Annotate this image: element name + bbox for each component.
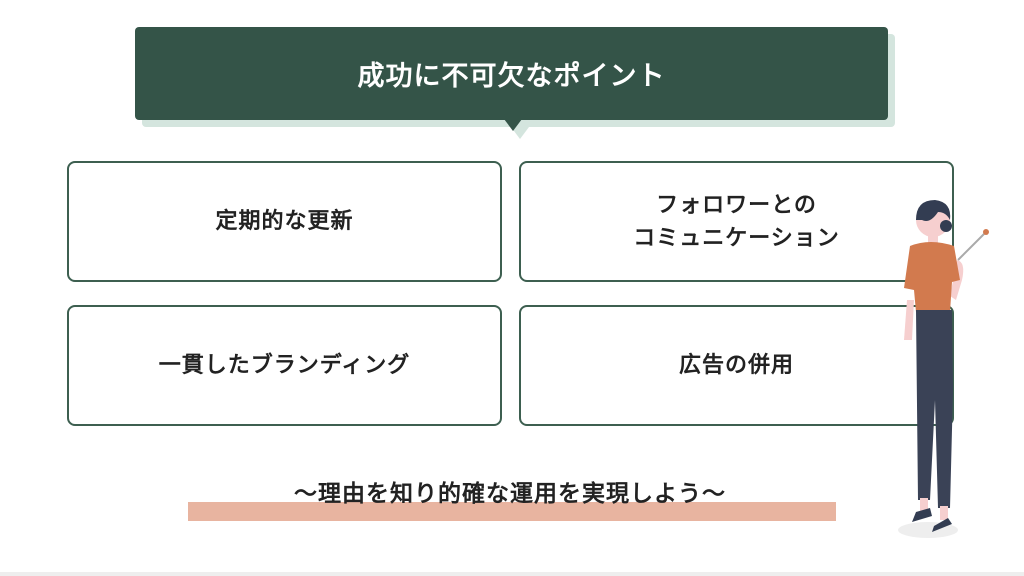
tagline-highlight [188, 502, 836, 521]
point-card-consistent-branding: 一貫したブランディング [67, 305, 502, 426]
point-card-regular-updates: 定期的な更新 [67, 161, 502, 282]
bottom-divider [0, 572, 1024, 576]
woman-presenter-illustration [898, 200, 989, 538]
point-card-ads: 広告の併用 [519, 305, 954, 426]
header-title: 成功に不可欠なポイント [135, 27, 888, 120]
point-card-follower-communication: フォロワーとの コミュニケーション [519, 161, 954, 282]
tagline: 〜理由を知り的確な運用を実現しよう〜 [294, 481, 726, 507]
header-pointer [504, 119, 522, 131]
